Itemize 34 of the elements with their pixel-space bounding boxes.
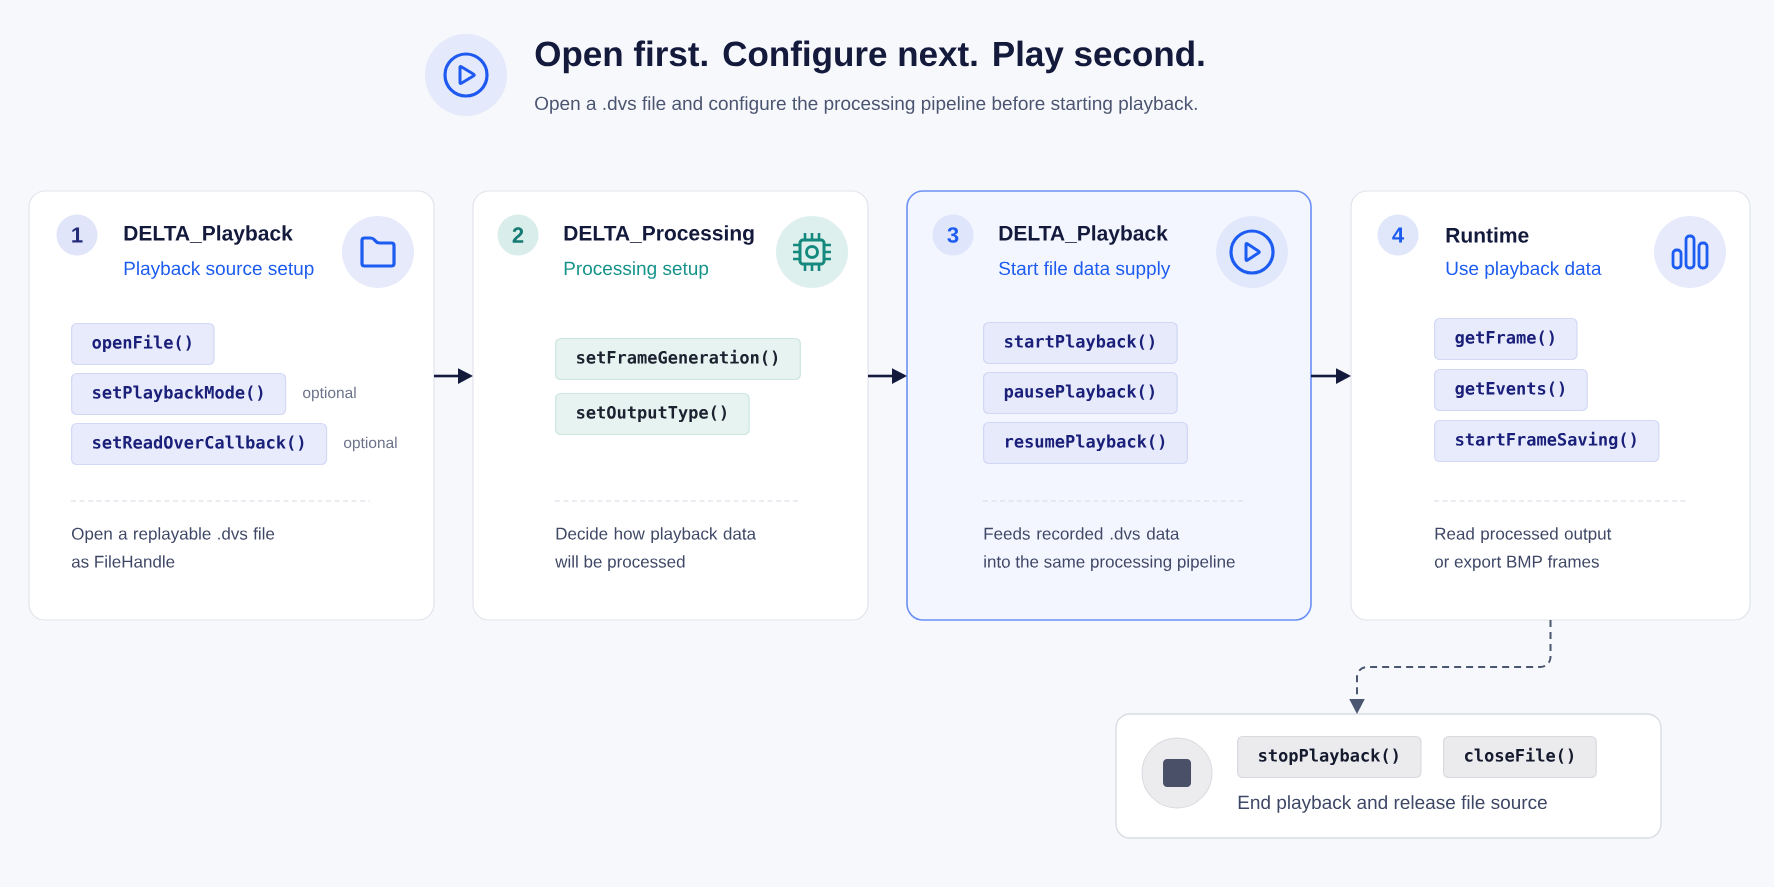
card-description: Decide how playback data will be processed xyxy=(555,527,757,572)
card-subtitle: Playback source setup xyxy=(124,261,314,279)
card-title: DELTA_Playback xyxy=(999,225,1168,245)
card-description: Feeds recorded .dvs data into the same processing pipeline xyxy=(984,527,1235,572)
number-badge: 4 xyxy=(1377,214,1419,256)
method-chip: setReadOverCallback() xyxy=(71,422,328,466)
page-subtitle: Open a .dvs file and configure the processing pipeline before starting playback. xyxy=(535,96,1197,114)
method-chip: startFrameSaving() xyxy=(1434,419,1660,463)
card-description: End playback and release file source xyxy=(1238,795,1547,813)
card-title: DELTA_Playback xyxy=(124,225,293,245)
method-chip: openFile() xyxy=(71,322,215,366)
number-badge: 3 xyxy=(932,214,974,256)
card-description: Read processed output or export BMP frames xyxy=(1434,527,1612,572)
method-chip: setPlaybackMode() xyxy=(71,372,287,416)
method-chip: getFrame() xyxy=(1434,317,1578,361)
number-badge: 2 xyxy=(497,214,539,256)
card-subtitle: Start file data supply xyxy=(999,261,1171,279)
card-description: Open a replayable .dvs file as FileHandle xyxy=(71,527,275,568)
method-chip: setOutputType() xyxy=(555,392,750,436)
card-title: Runtime xyxy=(1446,227,1529,243)
method-chip: setFrameGeneration() xyxy=(555,337,801,381)
page-title: Open first. Configure next. Play second. xyxy=(535,40,1204,74)
card-subtitle: Processing setup xyxy=(564,261,709,279)
note-text: optional xyxy=(303,386,356,402)
method-chip: closeFile() xyxy=(1443,735,1597,779)
card-subtitle: Use playback data xyxy=(1446,261,1602,279)
method-chip: resumePlayback() xyxy=(983,421,1188,465)
method-chip: startPlayback() xyxy=(983,321,1178,365)
method-chip: pausePlayback() xyxy=(983,371,1178,415)
method-chip: getEvents() xyxy=(1434,368,1588,412)
number-badge: 1 xyxy=(56,214,98,256)
note-text: optional xyxy=(344,436,397,452)
card-title: DELTA_Processing xyxy=(564,225,754,245)
method-chip: stopPlayback() xyxy=(1237,735,1422,779)
